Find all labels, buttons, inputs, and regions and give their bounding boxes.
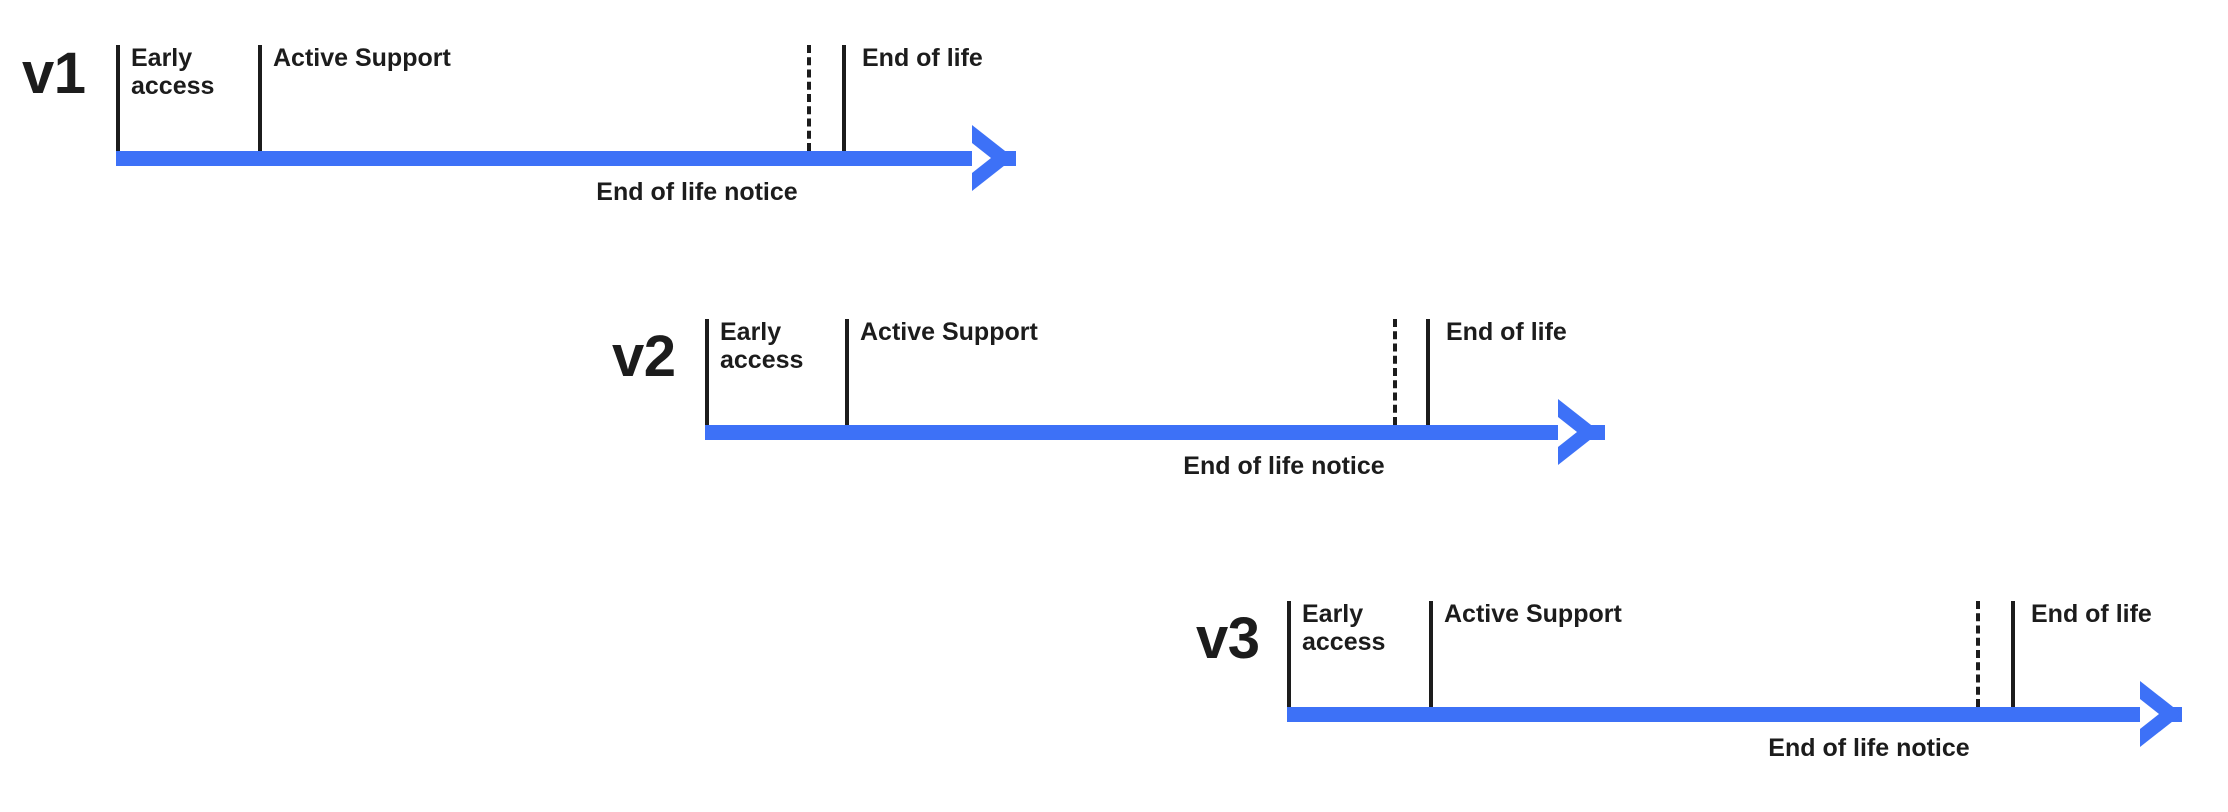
phase-label-active-support-v2: Active Support [860, 318, 1038, 346]
version-label-v3: v3 [1196, 606, 1260, 671]
divider-end-of-life-start-v3 [2011, 601, 2015, 707]
dashed-end-of-life-notice-marker-v3 [1976, 601, 1980, 707]
divider-early-access-start-v3 [1287, 601, 1291, 707]
divider-active-support-start-v3 [1429, 601, 1433, 707]
phase-label-early-access-v3: Early access [1302, 600, 1386, 656]
dashed-end-of-life-notice-marker-v1 [807, 45, 811, 151]
phase-label-active-support-v1: Active Support [273, 44, 451, 72]
timeline-bar-v1 [116, 151, 1016, 166]
version-label-v2: v2 [612, 324, 676, 389]
divider-end-of-life-start-v1 [842, 45, 846, 151]
phase-label-early-access-v2: Early access [720, 318, 804, 374]
phase-label-end-of-life-v2: End of life [1446, 318, 1567, 346]
divider-end-of-life-start-v2 [1426, 319, 1430, 425]
phase-label-early-access-v1: Early access [131, 44, 215, 100]
phase-label-end-of-life-v1: End of life [862, 44, 983, 72]
end-of-life-notice-label-v2: End of life notice [1183, 452, 1385, 480]
divider-early-access-start-v2 [705, 319, 709, 425]
phase-label-end-of-life-v3: End of life [2031, 600, 2152, 628]
timeline-bar-v3 [1287, 707, 2182, 722]
divider-active-support-start-v1 [258, 45, 262, 151]
timeline-arrow-icon-v1 [972, 125, 1014, 191]
divider-active-support-start-v2 [845, 319, 849, 425]
phase-label-active-support-v3: Active Support [1444, 600, 1622, 628]
divider-early-access-start-v1 [116, 45, 120, 151]
timeline-arrow-icon-v2 [1558, 399, 1600, 465]
end-of-life-notice-label-v1: End of life notice [596, 178, 798, 206]
version-label-v1: v1 [22, 41, 86, 106]
timeline-bar-v2 [705, 425, 1605, 440]
end-of-life-notice-label-v3: End of life notice [1768, 734, 1970, 762]
dashed-end-of-life-notice-marker-v2 [1393, 319, 1397, 425]
timeline-arrow-icon-v3 [2140, 681, 2182, 747]
